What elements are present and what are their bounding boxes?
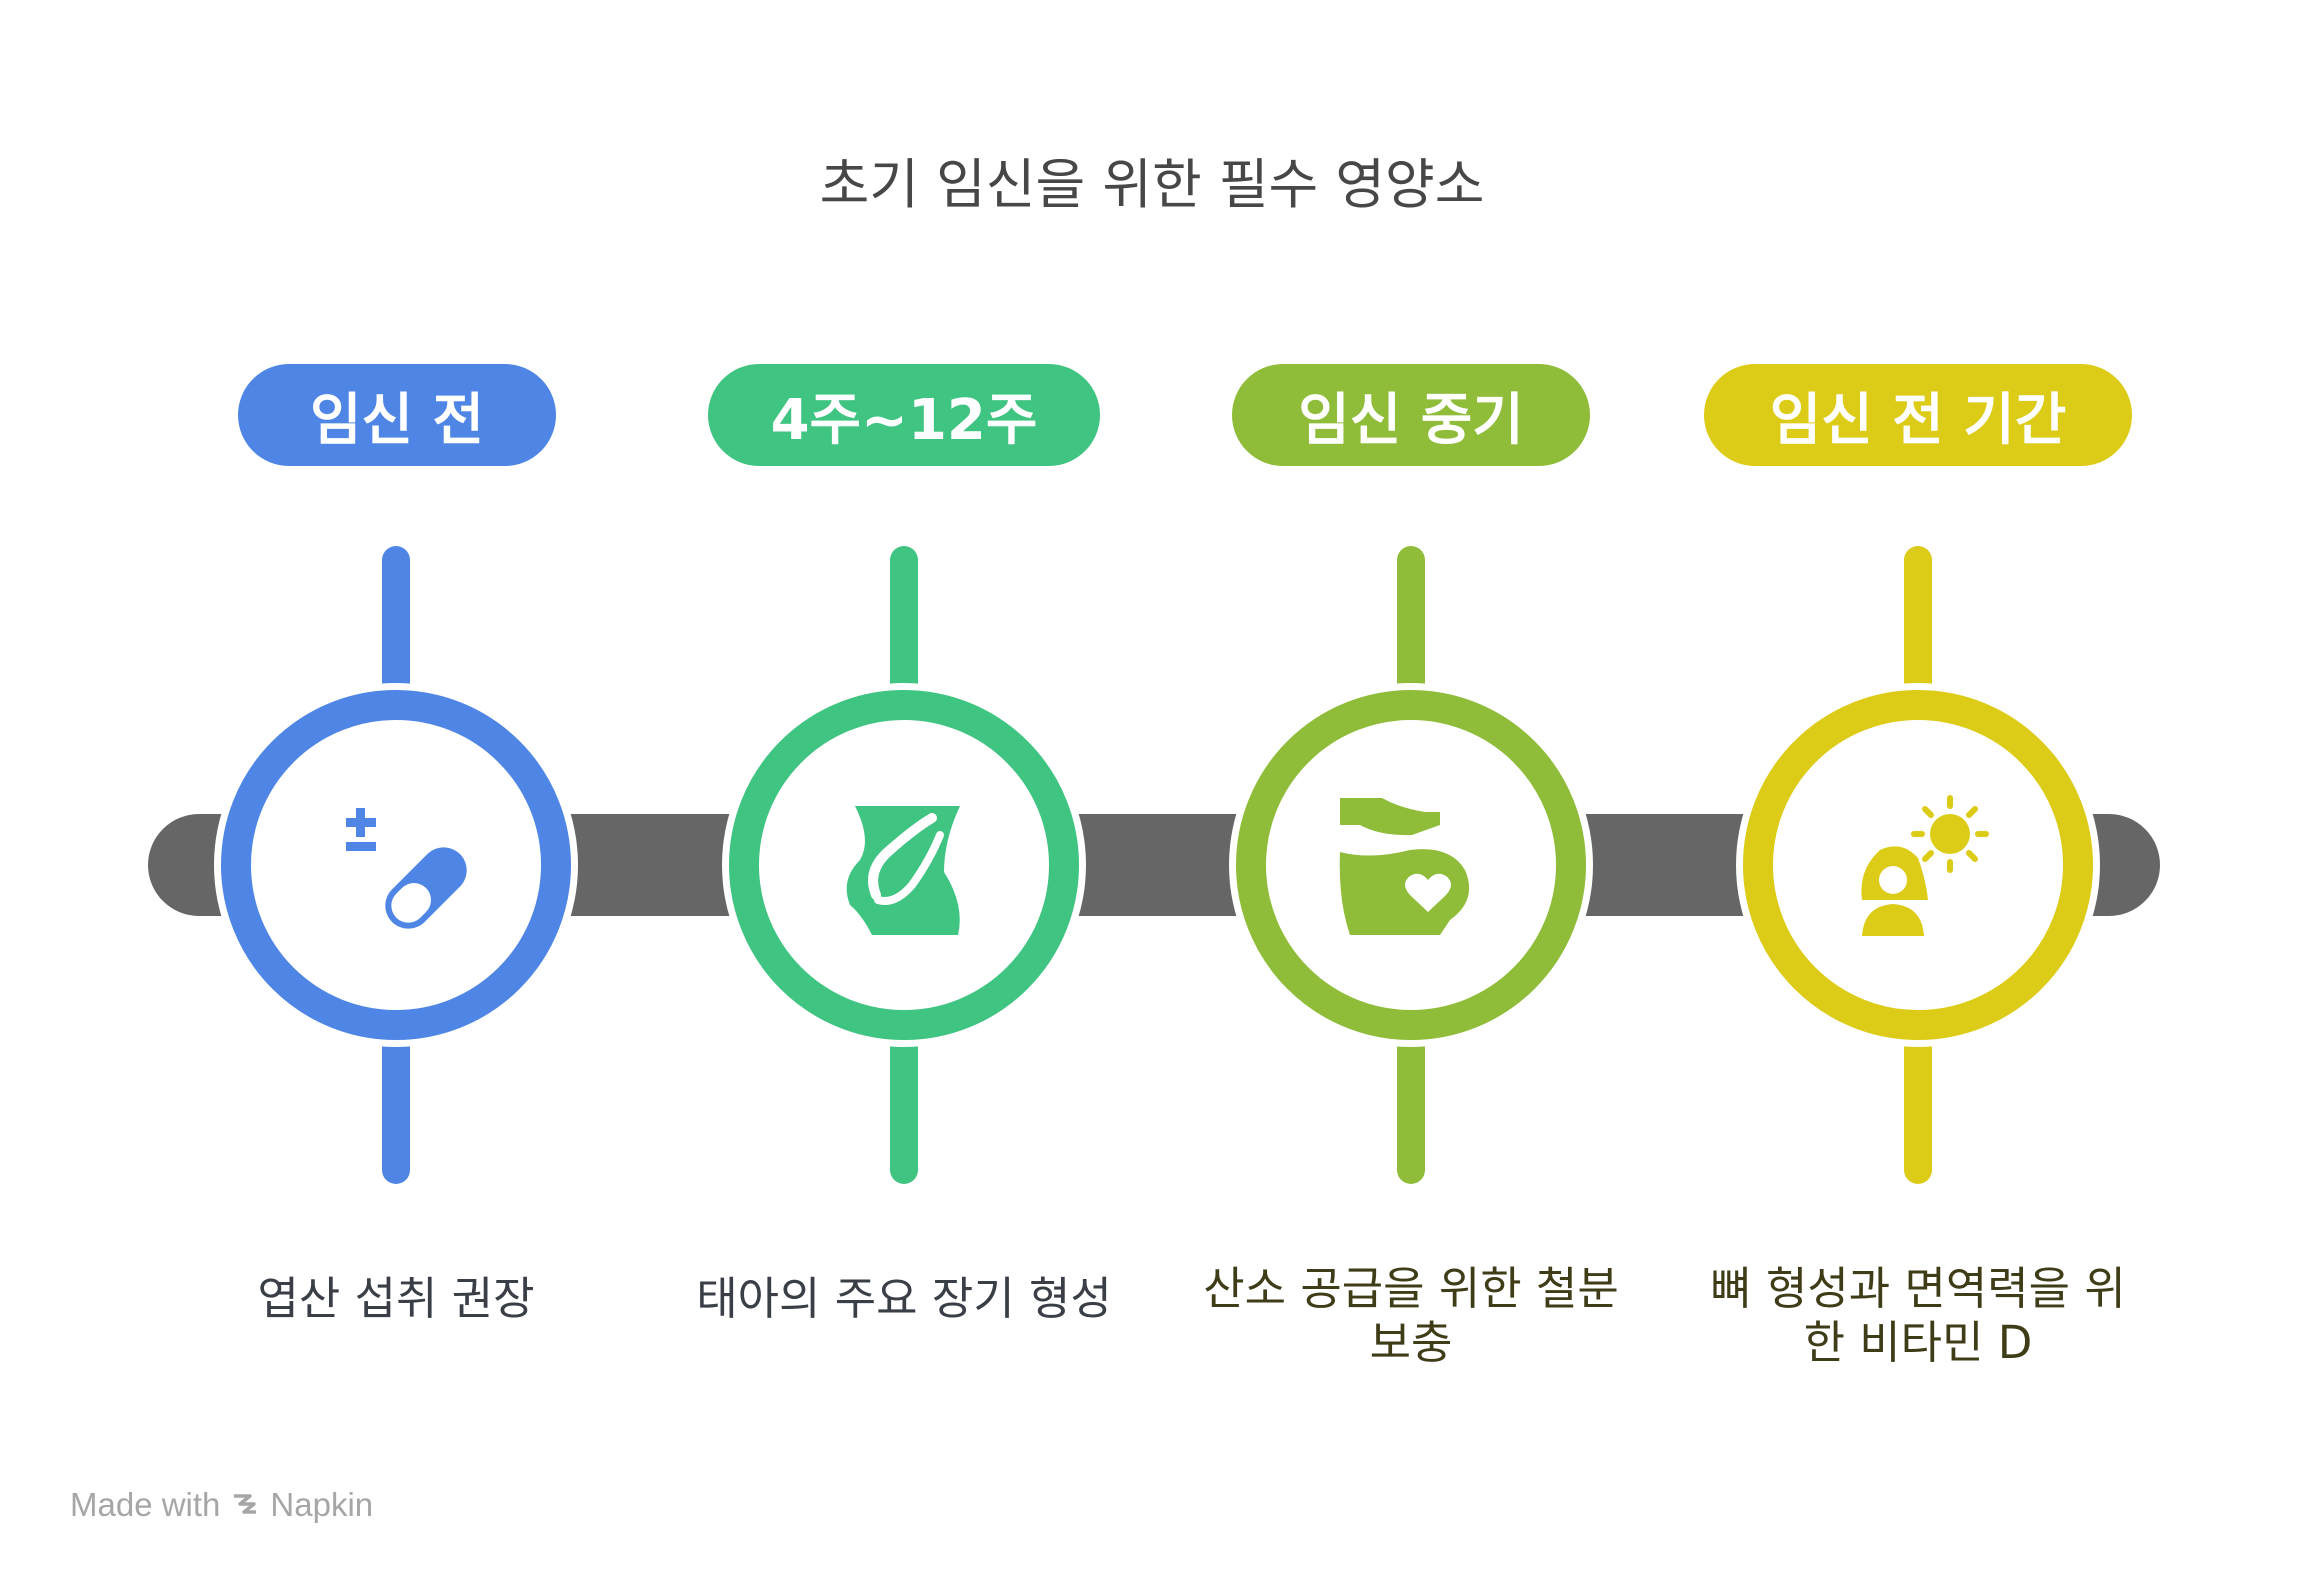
stage-2-description: 태아의 주요 장기 형성 xyxy=(696,1272,1112,1325)
stage-node-2 xyxy=(722,546,1086,1184)
pregnant-belly-heart-icon xyxy=(1339,798,1470,935)
stage-3-label-pill: 임신 중기 xyxy=(1232,364,1590,466)
stage-4-description: 뼈 형성과 면역력을 위한 비타민 D xyxy=(1710,1262,2126,1369)
made-with-text: Made with xyxy=(70,1486,221,1523)
stage-4-label-pill: 임신 전 기간 xyxy=(1704,364,2132,466)
brand-name: Napkin xyxy=(270,1486,374,1523)
branding: Made with Napkin xyxy=(70,1486,373,1524)
stage-node-4 xyxy=(1736,546,2100,1184)
diagram-title: 초기 임신을 위한 필수 영양소 xyxy=(819,153,1485,216)
stage-3-description: 산소 공급을 위한 철분 보충 xyxy=(1203,1262,1619,1369)
stage-node-1 xyxy=(214,546,578,1184)
stage-2-label-pill: 4주~12주 xyxy=(708,364,1100,466)
napkin-logo-icon xyxy=(234,1494,257,1514)
supplement-pill-icon xyxy=(346,808,467,929)
stage-1-label-pill: 임신 전 xyxy=(238,364,556,466)
stage-1-ring xyxy=(221,690,571,1040)
timeline-bar xyxy=(148,814,2160,916)
stage-1-description: 엽산 섭취 권장 xyxy=(257,1272,535,1325)
stage-node-3 xyxy=(1229,546,1593,1184)
fetus-belly-icon xyxy=(846,806,960,935)
woman-sun-icon xyxy=(1861,795,1989,936)
